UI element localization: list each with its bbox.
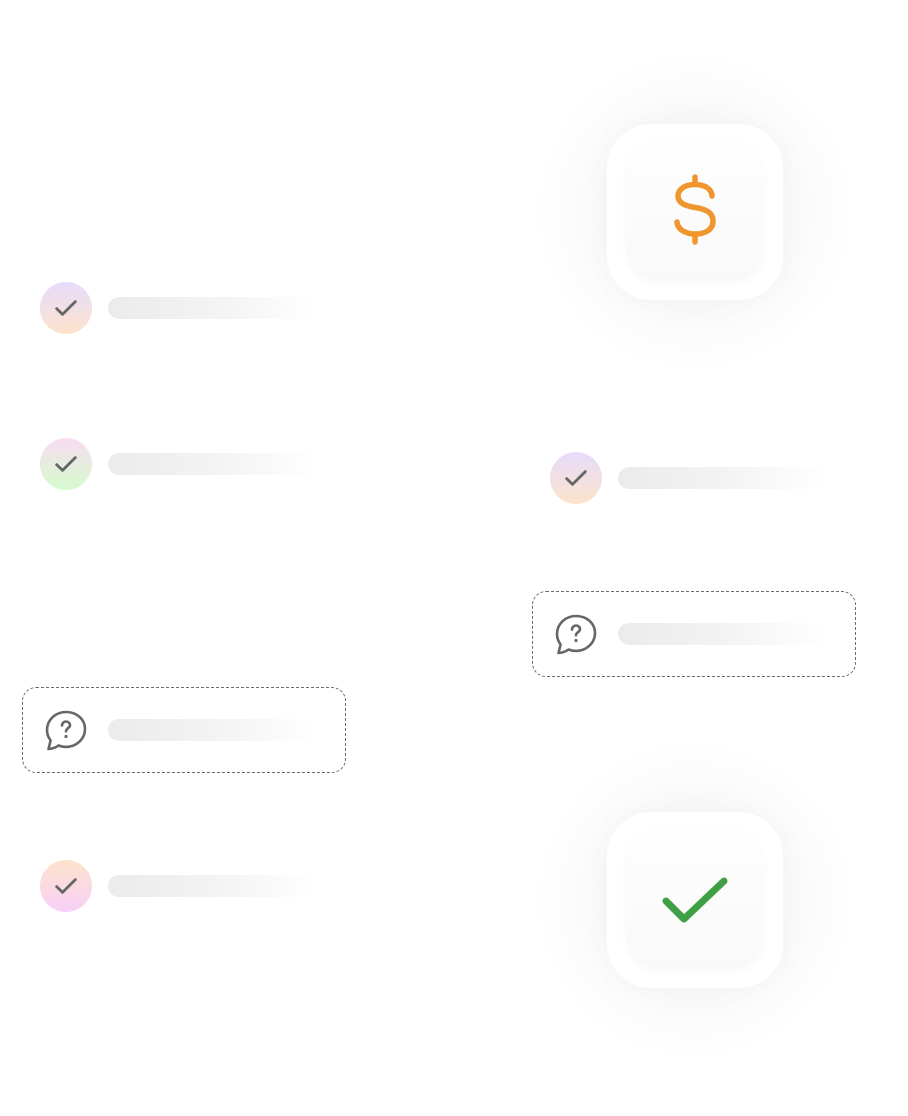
dollar-icon — [674, 174, 716, 245]
placeholder-bar — [618, 467, 828, 489]
placeholder-bar — [108, 453, 318, 475]
placeholder-bar — [108, 719, 318, 741]
check-badge — [40, 860, 92, 912]
success-tile-inner — [626, 831, 764, 969]
check-badge — [40, 438, 92, 490]
check-icon — [52, 872, 80, 900]
question-bubble-icon — [554, 613, 598, 657]
check-icon — [52, 294, 80, 322]
success-tile — [607, 812, 783, 988]
placeholder-bar — [618, 623, 828, 645]
check-icon — [52, 450, 80, 478]
placeholder-bar — [108, 875, 318, 897]
check-badge — [40, 282, 92, 334]
question-item — [22, 687, 346, 773]
check-icon — [562, 464, 590, 492]
question-item — [532, 591, 856, 677]
dollar-tile-inner — [626, 143, 764, 281]
checkmark-icon — [662, 877, 728, 923]
question-bubble-icon — [44, 709, 88, 753]
check-badge — [550, 452, 602, 504]
dollar-tile — [607, 124, 783, 300]
placeholder-bar — [108, 297, 318, 319]
